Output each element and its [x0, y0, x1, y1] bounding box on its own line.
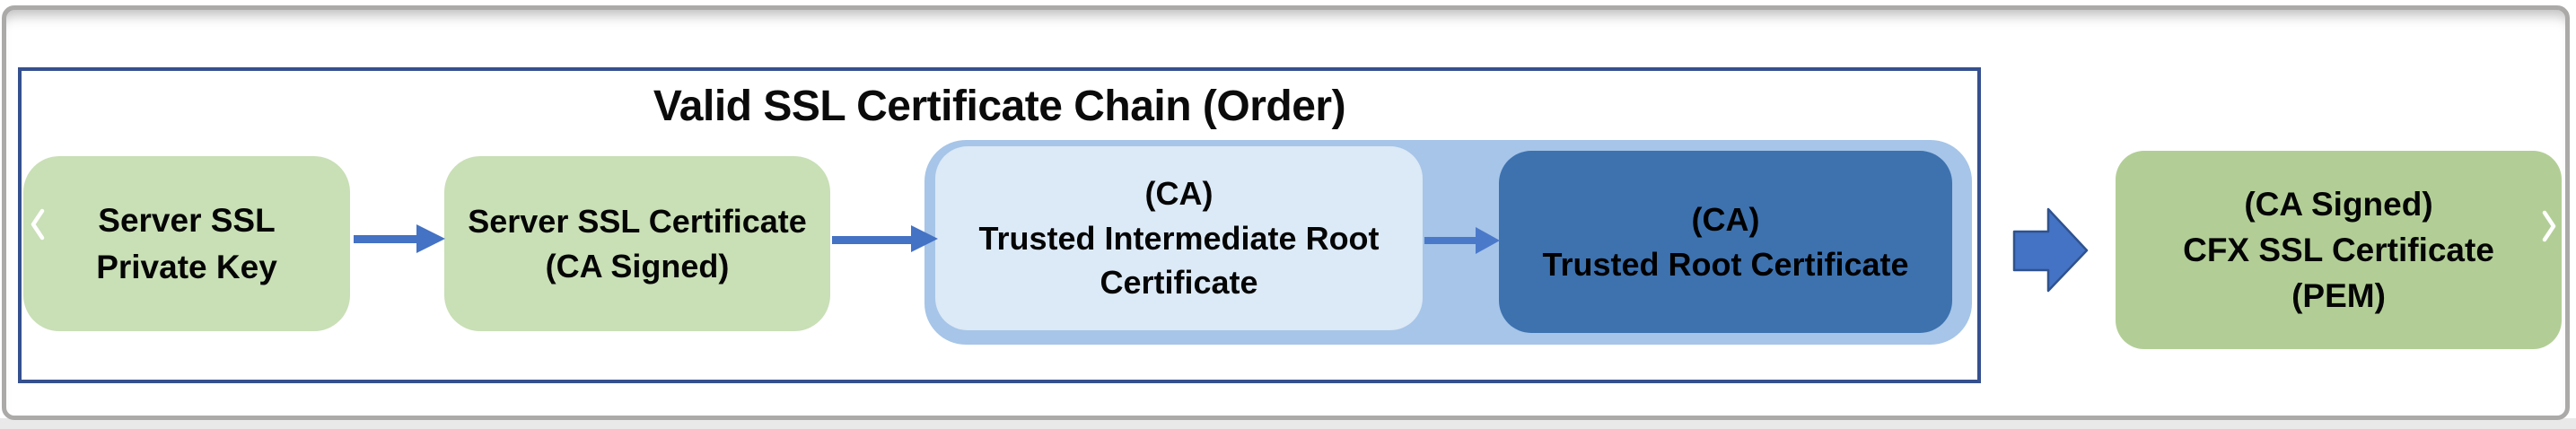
arrow-head — [911, 225, 938, 252]
node-label-line: (PEM) — [2291, 277, 2386, 315]
node-label-line: (CA Signed) — [545, 247, 730, 285]
node-label-line: Trusted Root Certificate — [1542, 245, 1909, 283]
screenshot-frame: Valid SSL Certificate Chain (Order) Serv… — [2, 5, 2570, 420]
page-background-strip — [0, 418, 2576, 429]
arrow-shaft — [832, 236, 913, 244]
node-label-line: (CA) — [1691, 200, 1760, 238]
node-cfx-ssl-certificate-pem: (CA Signed) CFX SSL Certificate (PEM) — [2116, 151, 2562, 349]
node-label-line: Trusted Intermediate Root — [978, 219, 1380, 257]
node-label-line: Server SSL — [98, 202, 276, 240]
node-trusted-root-certificate: (CA) Trusted Root Certificate — [1499, 151, 1952, 333]
arrow-shaft — [354, 235, 418, 243]
node-label-line: Certificate — [1100, 264, 1258, 302]
certificate-chain-group-border — [18, 67, 1981, 383]
block-arrow-icon — [2012, 207, 2089, 293]
node-server-ssl-certificate: Server SSL Certificate (CA Signed) — [444, 156, 830, 331]
diagram-title: Valid SSL Certificate Chain (Order) — [653, 83, 1346, 130]
arrow-head — [1476, 227, 1500, 254]
node-server-ssl-private-key: Server SSL Private Key — [23, 156, 350, 331]
node-label-line: Server SSL Certificate — [468, 202, 807, 240]
chevron-left-icon[interactable] — [30, 208, 46, 241]
chevron-right-icon[interactable] — [2541, 210, 2557, 242]
node-label-line: CFX SSL Certificate — [2183, 231, 2494, 268]
arrow-head — [416, 224, 445, 253]
node-label-line: (CA) — [1144, 174, 1214, 212]
node-trusted-intermediate-root-certificate: (CA) Trusted Intermediate Root Certifica… — [935, 146, 1423, 330]
arrow-shaft — [1424, 237, 1478, 244]
node-label-line: (CA Signed) — [2244, 185, 2433, 223]
node-label-line: Private Key — [96, 248, 277, 285]
